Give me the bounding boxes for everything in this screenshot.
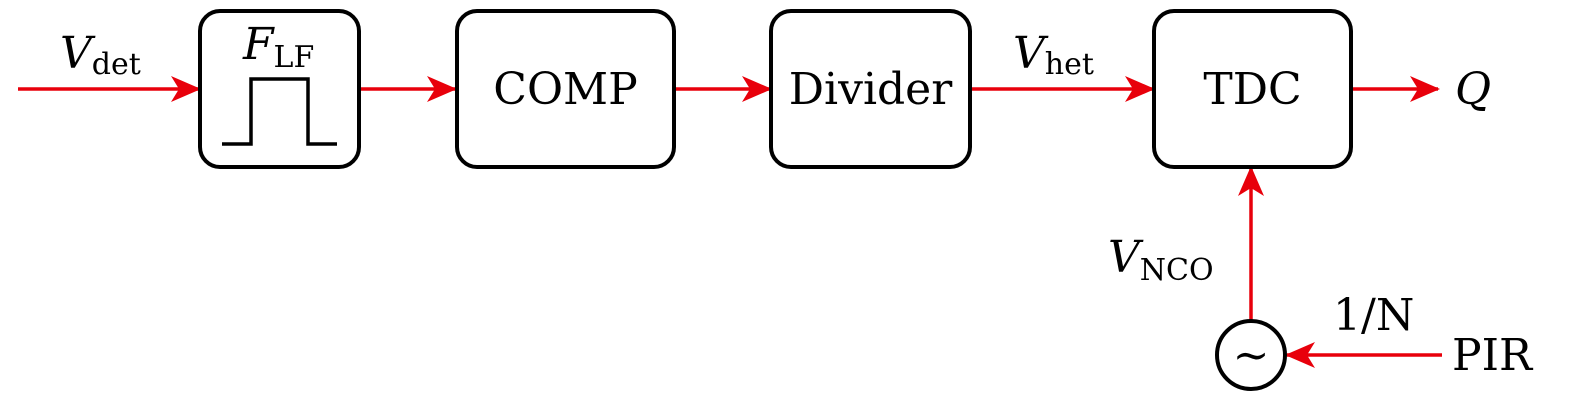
vnco-label: VNCO [1108, 232, 1214, 288]
vdet-label: Vdet [60, 28, 141, 82]
tdc-block: TDC [1152, 9, 1353, 169]
divider-block: Divider [769, 9, 972, 169]
q-label: Q [1455, 64, 1491, 115]
pir-label: PIR [1452, 330, 1534, 381]
filter-block: FLF [198, 9, 361, 169]
ratio-label: 1/N [1333, 290, 1414, 341]
divider-label: Divider [789, 64, 953, 115]
sine-wave-icon: ~ [1233, 330, 1270, 381]
tdc-label: TDC [1203, 64, 1301, 115]
filter-label: FLF [242, 19, 314, 75]
vhet-label: Vhet [1013, 28, 1094, 82]
comp-label: COMP [493, 64, 637, 115]
pulse-waveform-icon [222, 77, 337, 146]
oscillator: ~ [1215, 319, 1287, 391]
comp-block: COMP [455, 9, 676, 169]
